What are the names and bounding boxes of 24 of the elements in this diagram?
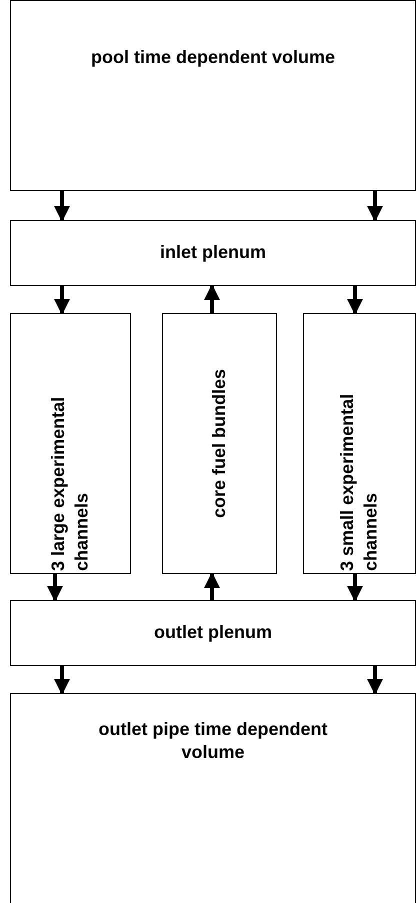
- arrow: [347, 574, 363, 602]
- arrow: [204, 572, 220, 600]
- box-label: core fuel bundles: [208, 368, 230, 518]
- arrow: [347, 286, 363, 315]
- box-label: inlet plenum: [160, 241, 266, 264]
- box-label: outlet pipe time dependent volume: [97, 718, 328, 764]
- arrow: [367, 666, 383, 695]
- box-label: outlet plenum: [154, 621, 272, 644]
- box-label: 3 large experimental channels: [47, 396, 92, 571]
- process-box: [10, 0, 416, 191]
- process-box: [10, 600, 416, 666]
- arrow: [367, 191, 383, 222]
- process-box: [10, 313, 131, 574]
- arrow: [54, 191, 70, 222]
- arrow: [54, 286, 70, 315]
- process-box: [303, 313, 416, 574]
- box-label: 3 small experimental channels: [336, 392, 382, 571]
- arrow: [54, 666, 70, 695]
- process-box: [10, 220, 416, 286]
- process-box: [10, 693, 416, 903]
- process-box: [162, 313, 277, 574]
- box-label: pool time dependent volume: [90, 46, 336, 69]
- arrow: [204, 284, 220, 313]
- arrow: [47, 574, 63, 602]
